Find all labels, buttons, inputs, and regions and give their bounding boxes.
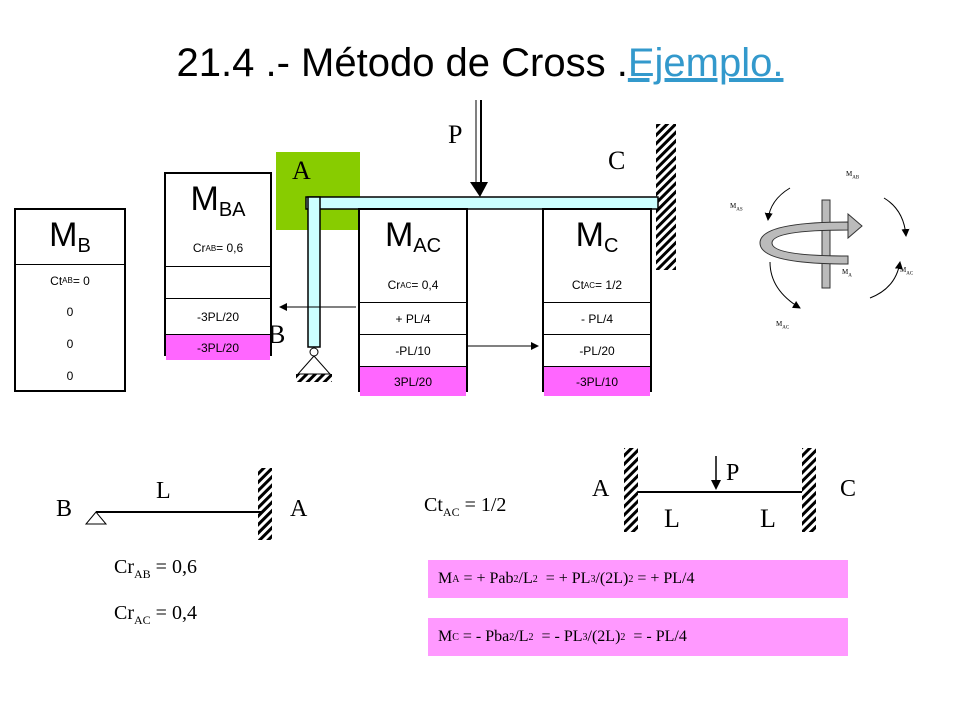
- beam-ba-wall: [258, 468, 272, 540]
- coef-cr-ac: CrAC = 0,4: [114, 602, 197, 627]
- title-link-ejemplo[interactable]: Ejemplo.: [627, 41, 784, 85]
- table-mc-row-3: -PL/20: [544, 334, 650, 366]
- table-mac-row-4: 3PL/20: [360, 366, 466, 396]
- label-c: C: [608, 146, 626, 175]
- beam-ac: [305, 196, 659, 210]
- moment-label-mab: MAB: [846, 170, 860, 181]
- table-mb-head: MB: [49, 216, 91, 257]
- moment-sketch: [759, 187, 910, 309]
- table-mac-head: MAC: [384, 216, 442, 257]
- table-mba-row-4: -3PL/20: [166, 334, 270, 360]
- beam-ac-label-c: C: [840, 476, 857, 502]
- transfer-arrow-right: [465, 340, 539, 350]
- table-mac-row-2: + PL/4: [360, 302, 466, 334]
- beam-ba-label-b: B: [56, 496, 73, 522]
- wall-c: [656, 124, 676, 270]
- table-mb-row-4: 0: [66, 369, 74, 383]
- beam-ac-label-l2: L: [760, 504, 776, 533]
- moment-label-mac-bottom: MAC: [776, 320, 790, 331]
- support-b: [296, 355, 332, 375]
- moment-label-ma: MA: [842, 268, 852, 279]
- coef-cr-ab: CrAB = 0,6: [114, 556, 197, 581]
- table-mc-row-2: - PL/4: [544, 302, 650, 334]
- beam-ac-label-a: A: [592, 476, 610, 502]
- beam-ac-load-head: [711, 480, 721, 490]
- label-b: B: [268, 320, 286, 349]
- table-mac-row-3: -PL/10: [360, 334, 466, 366]
- page-title: 21.4 .- Método de Cross .Ejemplo.: [0, 38, 960, 88]
- beam-ac-wall-left: [624, 448, 638, 532]
- coef-ct-ac: CtAC = 1/2: [424, 494, 507, 519]
- table-mba-row-2: [166, 266, 270, 298]
- beam-ba-label-l: L: [156, 478, 171, 504]
- table-mba-row-3: -3PL/20: [166, 298, 270, 334]
- pin-b: [309, 347, 319, 357]
- title-text: 21.4 .- Método de Cross .: [176, 41, 628, 85]
- beam-ac-label-p: P: [726, 460, 740, 486]
- table-mc-head: MC: [575, 216, 619, 257]
- support-ground: [296, 374, 332, 382]
- label-p: P: [448, 120, 463, 149]
- table-mb-row-2: 0: [66, 305, 74, 319]
- column-ab: [307, 196, 321, 348]
- label-a: A: [292, 156, 311, 185]
- beam-ac-label-l1: L: [664, 504, 680, 533]
- beam-ba-support: [84, 511, 108, 525]
- table-mc-row-4: -3PL/10: [544, 366, 650, 396]
- table-mb-row-3: 0: [66, 337, 74, 351]
- beam-ac-wall-right: [802, 448, 816, 532]
- table-mba-head: MBA: [190, 180, 246, 221]
- load-p-arrowhead: [470, 182, 488, 197]
- moment-label-mas: MAS: [730, 202, 743, 213]
- moment-label-mac-right: MAC: [900, 266, 914, 277]
- beam-ba-label-a: A: [290, 496, 308, 522]
